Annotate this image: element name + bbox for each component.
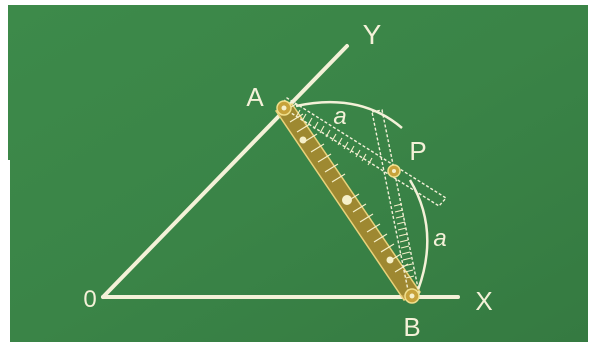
joint-a xyxy=(276,100,292,116)
x-axis-label: X xyxy=(475,286,492,316)
spring-coils-bp xyxy=(393,203,415,279)
y-axis-line xyxy=(101,44,349,299)
rod-ab xyxy=(274,103,422,301)
board-background xyxy=(8,5,588,342)
length-label-lower: a xyxy=(433,225,446,252)
rod-bp xyxy=(371,109,421,301)
joint-b xyxy=(404,288,420,304)
spring-coils-ab xyxy=(282,103,409,273)
length-label-upper: a xyxy=(333,103,346,130)
rod-pivot-center xyxy=(342,195,352,205)
y-axis-label: Y xyxy=(363,19,382,50)
spring-coils-ap xyxy=(295,109,373,166)
point-a-label: A xyxy=(246,82,264,112)
rod-rivet-lower xyxy=(386,256,394,264)
joint-p xyxy=(387,164,401,178)
rod-rivet-upper xyxy=(299,136,307,144)
arc-from-a xyxy=(295,100,403,129)
point-b-label: B xyxy=(403,312,420,342)
origin-label: 0 xyxy=(83,286,96,313)
image-border xyxy=(0,160,10,345)
point-p-label: P xyxy=(409,136,426,166)
